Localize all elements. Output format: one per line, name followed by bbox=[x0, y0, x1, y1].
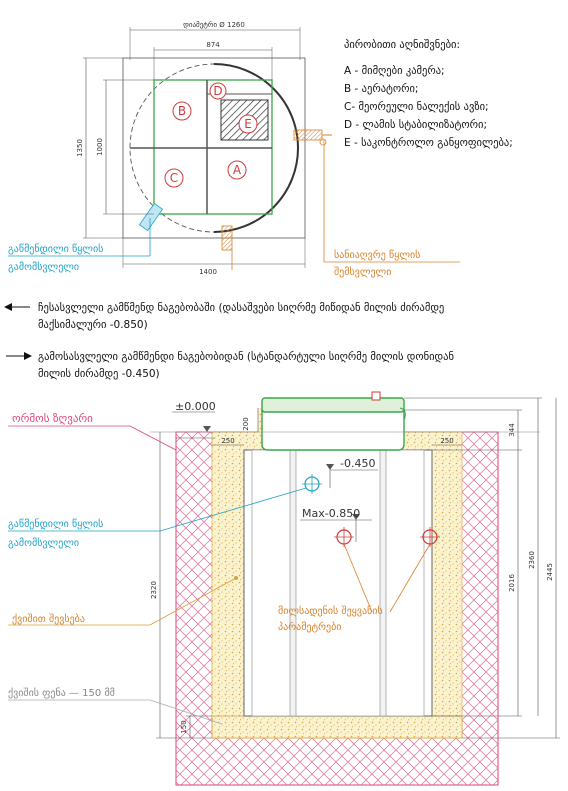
pipe-params-leader-1 bbox=[343, 543, 373, 613]
dim-diameter-label: დიამეტრი Ø 1260 bbox=[183, 20, 245, 29]
zone-b-marker: B bbox=[172, 101, 192, 121]
level-max085-label: Max-0.850 bbox=[302, 507, 360, 520]
dim-2360-label: 2360 bbox=[528, 551, 536, 569]
plan-outlet-pipe bbox=[138, 202, 164, 232]
outlet-pipe: -0.450 bbox=[302, 457, 378, 494]
zone-c-label: C bbox=[170, 171, 178, 185]
trench-edge-callout: ორმოს ზღვარი bbox=[8, 412, 177, 451]
sand-layer-label: ქვიშის ფენა — 150 მმ bbox=[8, 687, 115, 699]
dim-2445: 2445 bbox=[462, 398, 560, 739]
section-view: ±0.000 -0.450 Max-0.850 bbox=[8, 391, 560, 786]
section-outlet-label-1: გაწმენდილი წყლის bbox=[8, 518, 103, 530]
sand-bottom-layer bbox=[211, 715, 463, 739]
zone-d-label: D bbox=[213, 84, 222, 98]
plan-outlet-callout: გაწმენდილი წყლის გამომსვლელი bbox=[8, 218, 151, 273]
plan-inlet-label-2: შემსვლელი bbox=[334, 266, 391, 278]
sand-backfill-label: ქვიშით შევსება bbox=[12, 613, 85, 625]
inner-module-outline bbox=[153, 79, 273, 215]
dim-344: 344 bbox=[404, 409, 522, 451]
base-slab-outline bbox=[122, 57, 306, 239]
dim-1400: 1400 bbox=[122, 238, 306, 276]
dim-150-label: 150 bbox=[180, 720, 188, 733]
tank-lid bbox=[261, 397, 405, 413]
dim-250-left: 250 bbox=[212, 437, 244, 446]
dim-874-label: 874 bbox=[206, 41, 220, 49]
sand-backfill-callout: ქვიშით შევსება bbox=[8, 576, 238, 626]
dim-diameter: დიამეტრი Ø 1260 bbox=[129, 20, 301, 60]
dim-1350-label: 1350 bbox=[76, 139, 84, 157]
pipe-params-label-1: მილსადენის შეყვანის bbox=[278, 605, 383, 617]
tank-rib-1 bbox=[289, 449, 297, 717]
dim-250-left-label: 250 bbox=[221, 437, 234, 445]
dim-1000: 1000 bbox=[96, 79, 154, 215]
max-depth-marker: Max-0.850 bbox=[300, 507, 372, 542]
zone-e-label: E bbox=[244, 117, 252, 131]
zone-d-marker: D bbox=[209, 82, 227, 100]
tank-rib-2 bbox=[379, 449, 387, 717]
dim-2445-label: 2445 bbox=[546, 563, 554, 581]
plan-view: B D E C A bbox=[8, 20, 460, 278]
dim-2016: 2016 bbox=[432, 450, 522, 717]
dim-250-right-label: 250 bbox=[440, 437, 453, 445]
dim-2360: 2360 bbox=[404, 397, 542, 716]
trench-edge-label: ორმოს ზღვარი bbox=[12, 412, 93, 425]
inlet-note-line-2: მაქსიმალური -0.850) bbox=[38, 319, 148, 331]
outlet-note: გამოსასვლელი გამწმენდი ნაგებობიდან (სტან… bbox=[6, 351, 454, 380]
outlet-note-line-1: გამოსასვლელი გამწმენდი ნაგებობიდან (სტან… bbox=[38, 351, 454, 363]
pipe-params-label-2: პარამეტრები bbox=[278, 621, 341, 633]
level-zero-label: ±0.000 bbox=[175, 400, 216, 413]
plan-outlet-label-2: გამომსვლელი bbox=[8, 261, 79, 273]
lid-hinge bbox=[399, 407, 406, 421]
outlet-note-line-2: მილის ძირამდე -0.450) bbox=[38, 368, 160, 380]
dim-200: 200 bbox=[242, 408, 259, 432]
legend-item-b: B - აერატორი; bbox=[344, 83, 418, 95]
dim-2016-label: 2016 bbox=[508, 574, 516, 592]
legend: პირობითი აღნიშვნები: A - მიმღები კამერა;… bbox=[344, 39, 513, 149]
dim-1400-label: 1400 bbox=[199, 268, 217, 276]
zone-b-label: B bbox=[178, 104, 186, 118]
dim-2320: 2320 bbox=[150, 432, 212, 739]
dim-250-right: 250 bbox=[432, 437, 462, 446]
legend-item-a: A - მიმღები კამერა; bbox=[344, 65, 445, 77]
pipe-params-leader-2 bbox=[389, 543, 431, 613]
inlet-note: ჩესასვლელი გამწმენდ ნაგებობაში (დასაშვებ… bbox=[4, 302, 444, 331]
zone-a-marker: A bbox=[227, 160, 247, 180]
section-outlet-label-2: გამომსვლელი bbox=[8, 537, 79, 549]
legend-item-e: E - საკონტროლო განყოფილება; bbox=[344, 137, 513, 149]
zone-c-marker: C bbox=[164, 168, 184, 188]
sand-layer-callout: ქვიშის ფენა — 150 მმ bbox=[8, 687, 223, 725]
lid-vent bbox=[371, 391, 381, 401]
legend-title: პირობითი აღნიშვნები: bbox=[344, 39, 460, 51]
tank-inner-wall bbox=[251, 449, 425, 717]
legend-item-d: D - ლამის სტაბილიზატორი; bbox=[344, 119, 487, 131]
level-zero-marker bbox=[203, 426, 211, 432]
dim-874: 874 bbox=[153, 41, 273, 80]
section-outlet-callout: გაწმენდილი წყლის გამომსვლელი bbox=[8, 487, 307, 549]
dim-200-label: 200 bbox=[242, 417, 250, 430]
level-045-label: -0.450 bbox=[340, 457, 375, 470]
inlet-note-line-1: ჩესასვლელი გამწმენდ ნაგებობაში (დასაშვებ… bbox=[38, 302, 444, 314]
dim-2320-label: 2320 bbox=[150, 581, 158, 599]
dim-1350: 1350 bbox=[76, 57, 123, 239]
dim-344-label: 344 bbox=[508, 423, 516, 437]
legend-item-c: C- მეორეული ნალექის ავზი; bbox=[344, 101, 489, 113]
plan-outlet-label-1: გაწმენდილი წყლის bbox=[8, 243, 103, 255]
plan-inlet-pipe-right bbox=[293, 129, 332, 146]
zone-e-marker: E bbox=[238, 114, 258, 134]
plan-inlet-pipe-bottom bbox=[221, 225, 233, 251]
tank-neck bbox=[261, 409, 405, 451]
plan-inlet-label-1: სანიაღვრე წყლის bbox=[334, 249, 420, 261]
zone-a-label: A bbox=[233, 163, 242, 177]
notes: ჩესასვლელი გამწმენდ ნაგებობაში (დასაშვებ… bbox=[4, 302, 454, 380]
dim-1000-label: 1000 bbox=[96, 138, 104, 156]
plan-inlet-callout: სანიაღვრე წყლის შემსვლელი bbox=[231, 140, 460, 278]
tank-right-wall bbox=[213, 63, 299, 233]
